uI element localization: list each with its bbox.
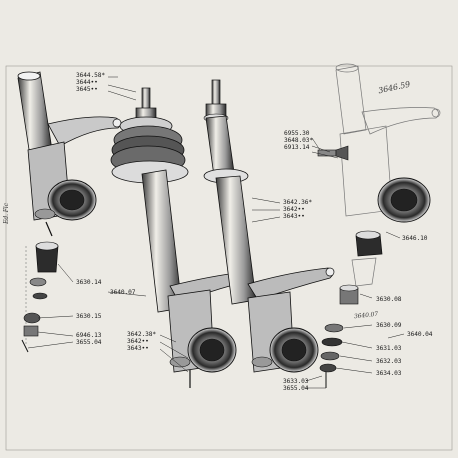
callout-group-middle: 3642.36* 3642•• 3643•• [283,199,312,220]
part-number-label: 3631.03 [376,345,402,352]
part-number-label: 3630.09 [376,322,402,329]
left-steering-knuckle [17,71,122,237]
part-number-label: 3643•• [127,345,149,352]
callout-group-bottom-left: 6946.13 3655.04 [76,332,101,346]
part-number-label: 3630.15 [76,313,102,320]
margin-note: Ed. Flc [2,203,10,224]
part-number-label: 3632.03 [376,358,402,365]
callout-group-top-left: 3644.58* 3644•• 3645•• [76,72,105,93]
part-number-label: 3644•• [76,79,98,86]
part-number-label: 3630.14 [76,279,102,286]
part-number-label: 3655.04 [76,339,102,346]
part-number-label: 3633.03 [283,378,309,385]
part-number-label: 6946.13 [76,332,102,339]
part-number-label: 6913.14 [284,144,310,151]
part-number-label: 3642•• [127,338,149,345]
part-number-label: 3642.38* [127,331,157,338]
part-number-label: 3642•• [283,206,305,213]
part-number-label: 3640.07 [110,289,136,296]
part-number-label: 3642.36* [283,199,313,206]
callout-group-bottom-center: 3642.38* 3642•• 3643•• [127,331,156,352]
part-number-label: 3646.10 [402,235,428,242]
leader-lines [27,76,405,389]
right-exploded-parts [319,230,383,388]
part-number-label: 3645•• [76,86,98,93]
part-number-label: 3640.04 [407,331,433,338]
part-number-label: 3648.03* [284,137,314,144]
part-number-label: 3655.04 [283,385,309,392]
part-number-label: 3644.58* [76,72,106,79]
callout-group-top-right: 6955.30 3648.03* 6913.14 [284,130,313,151]
strut-without-spring [203,79,335,373]
part-number-label: 3643•• [283,213,305,220]
callout-group-bottom-hub: 3633.03 3655.04 [283,378,308,392]
left-exploded-parts [21,241,59,353]
part-number-label: 6955.30 [284,130,310,137]
right-outline-assembly [317,63,441,223]
callout-group-bottom-right: 3631.03 3632.03 3634.03 [376,345,401,377]
part-number-label: 3630.08 [376,296,402,303]
part-number-label: 3634.03 [376,370,402,377]
